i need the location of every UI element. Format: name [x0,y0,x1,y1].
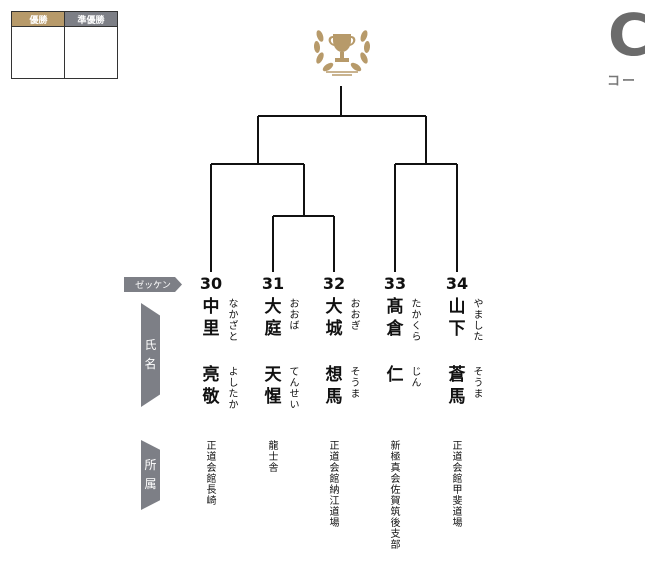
player-surname-kana: おおば [287,298,298,331]
name-tag-char: 氏 [144,337,157,352]
court-label: コー [607,74,638,89]
player-surname-kana: たかくら [409,298,420,342]
player-given-name: 亮敬 [202,365,220,407]
zekken-number: 32 [322,274,346,293]
affiliation-tag-char: 属 [144,477,157,491]
player-surname: 大庭 [264,297,282,339]
name-tag: 氏 名 [141,303,160,407]
court-letter: C [608,1,645,69]
affiliation-tag-char: 所 [144,457,157,472]
player-affiliation: 龍士舎 [266,440,277,473]
player-given-kana: そうま [348,366,359,399]
result-box: 優勝 準優勝 [11,11,118,79]
player-given-name: 仁 [386,365,404,385]
player-surname: 山下 [448,297,466,339]
zekken-number: 34 [445,274,469,293]
zekken-number: 33 [383,274,407,293]
player-surname-kana: おおぎ [348,298,359,331]
zekken-tag: ゼッケン [124,277,182,292]
player-surname: 髙倉 [386,297,404,339]
player-given-name: 想馬 [325,365,343,407]
player-given-kana: そうま [471,366,482,399]
player-given-name: 蒼馬 [448,365,466,407]
player-surname: 大城 [325,297,343,339]
player-affiliation: 新極真会佐賀筑後支部 [388,440,399,550]
player-surname-kana: なかざと [226,298,237,342]
trophy-icon [313,30,371,76]
zekken-number: 31 [261,274,285,293]
player-given-kana: てんせい [287,366,298,410]
affiliation-tag: 所 属 [141,440,160,510]
player-surname-kana: やました [471,298,482,342]
player-affiliation: 正道会館納江道場 [327,440,338,528]
player-affiliation: 正道会館長崎 [204,440,215,506]
player-given-kana: よしたか [226,366,237,410]
name-tag-char: 名 [144,357,157,371]
winner-label: 優勝 [12,12,65,26]
runner-up-label: 準優勝 [65,12,117,26]
zekken-number: 30 [199,274,223,293]
player-given-kana: じん [409,366,420,388]
player-given-name: 天惺 [264,365,282,407]
result-box-divider [64,12,65,78]
player-surname: 中里 [202,297,220,339]
player-affiliation: 正道会館甲斐道場 [450,440,461,528]
